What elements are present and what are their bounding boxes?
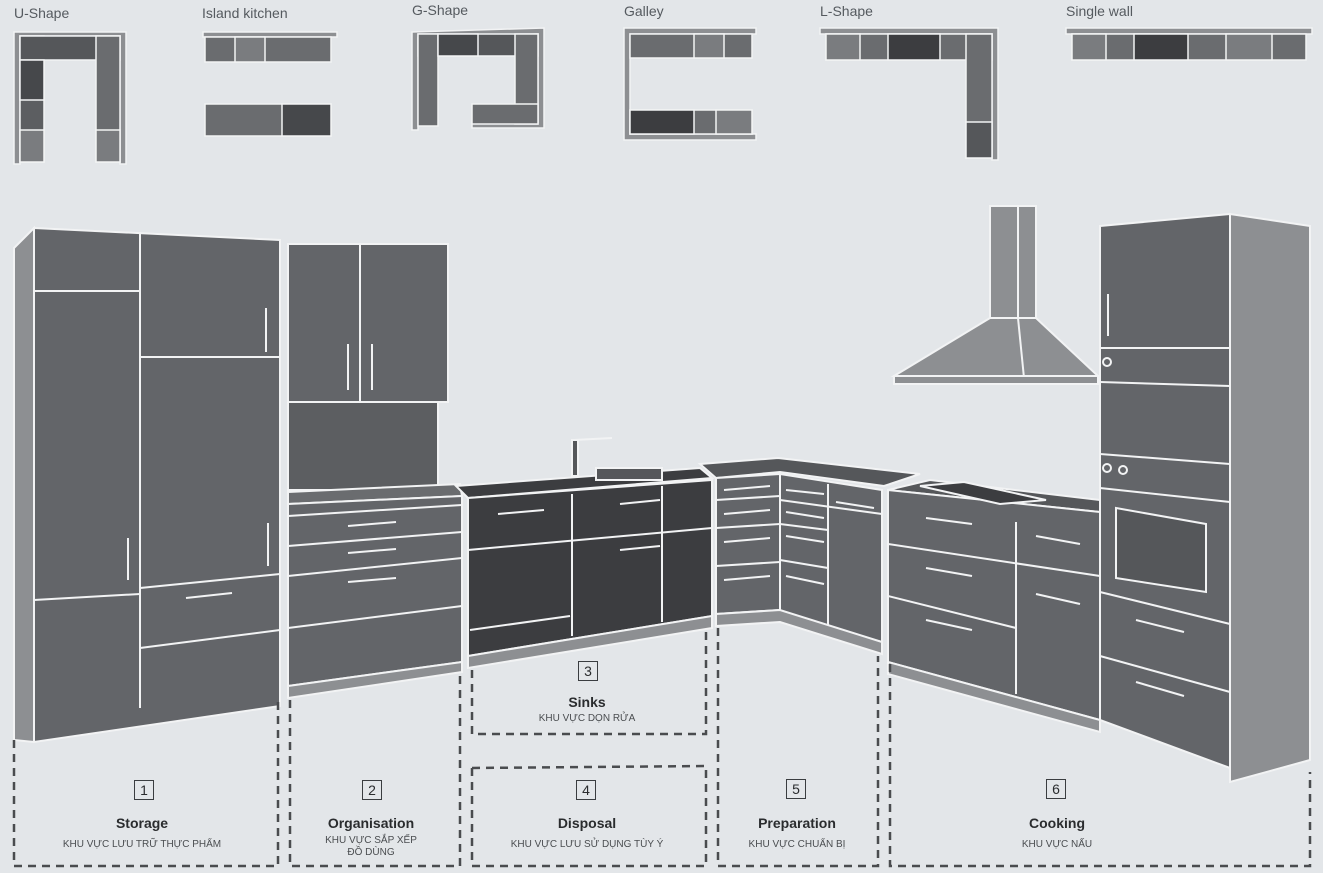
l-shape-icon bbox=[819, 27, 999, 161]
zone-6-number: 6 bbox=[1046, 779, 1066, 799]
zone-4-title: Disposal bbox=[557, 815, 617, 831]
zone-3-boundary bbox=[470, 630, 708, 736]
island-icon bbox=[202, 31, 338, 137]
zone-6-subtitle: KHU VỰC NẤU bbox=[1021, 839, 1093, 850]
layout-label-l-shape: L-Shape bbox=[820, 3, 873, 19]
zone-6-title: Cooking bbox=[1029, 815, 1085, 831]
organisation-wall-cabinet bbox=[287, 243, 449, 491]
zone-6-boundary bbox=[888, 664, 1312, 868]
layout-label-g-shape: G-Shape bbox=[412, 2, 469, 18]
cooking-base-cabinet bbox=[887, 478, 1101, 734]
preparation-cabinet bbox=[697, 456, 921, 656]
zone-1-subtitle: KHU VỰC LƯU TRỮ THỰC PHẨM bbox=[62, 839, 222, 850]
range-hood bbox=[890, 205, 1101, 385]
zone-4-boundary bbox=[470, 764, 708, 868]
layout-label-u-shape: U-Shape bbox=[14, 5, 70, 21]
galley-icon bbox=[623, 27, 757, 141]
zone-1-boundary bbox=[12, 702, 280, 868]
zone-4-number: 4 bbox=[576, 780, 596, 800]
zone-2-number: 2 bbox=[362, 780, 382, 800]
zone-2-subtitle: KHU VỰC SẮP XẾP ĐỒ DÙNG bbox=[325, 835, 417, 858]
zone-1-number: 1 bbox=[134, 780, 154, 800]
zone-5-title: Preparation bbox=[758, 815, 836, 831]
oven-tower bbox=[1099, 212, 1311, 784]
organisation-base-cabinet bbox=[287, 482, 464, 700]
zone-2-boundary bbox=[288, 670, 462, 868]
zone-3-subtitle: KHU VỰC DỌN RỬA bbox=[538, 713, 636, 724]
zone-3-title: Sinks bbox=[568, 694, 606, 710]
u-shape-icon bbox=[13, 31, 127, 165]
layout-label-single-wall: Single wall bbox=[1066, 3, 1133, 19]
zone-3-number: 3 bbox=[578, 661, 598, 681]
zone-1-title: Storage bbox=[115, 815, 169, 831]
zone-boundaries bbox=[12, 628, 1312, 868]
single-wall-icon bbox=[1065, 27, 1313, 61]
layout-icons bbox=[13, 27, 1313, 165]
layout-label-galley: Galley bbox=[624, 3, 664, 19]
zone-2-title: Organisation bbox=[327, 815, 415, 831]
zone-4-subtitle: KHU VỰC LƯU SỬ DỤNG TÙY Ý bbox=[510, 839, 664, 850]
storage-tall-cabinet bbox=[13, 225, 281, 744]
zone-5-subtitle: KHU VỰC CHUẨN BỊ bbox=[748, 839, 846, 850]
zone-5-number: 5 bbox=[786, 779, 806, 799]
zone-5-boundary bbox=[716, 628, 880, 868]
g-shape-icon bbox=[411, 27, 545, 131]
layout-label-island: Island kitchen bbox=[202, 5, 288, 21]
kitchen-illustration bbox=[13, 205, 1311, 784]
sink-cabinet bbox=[453, 437, 715, 670]
